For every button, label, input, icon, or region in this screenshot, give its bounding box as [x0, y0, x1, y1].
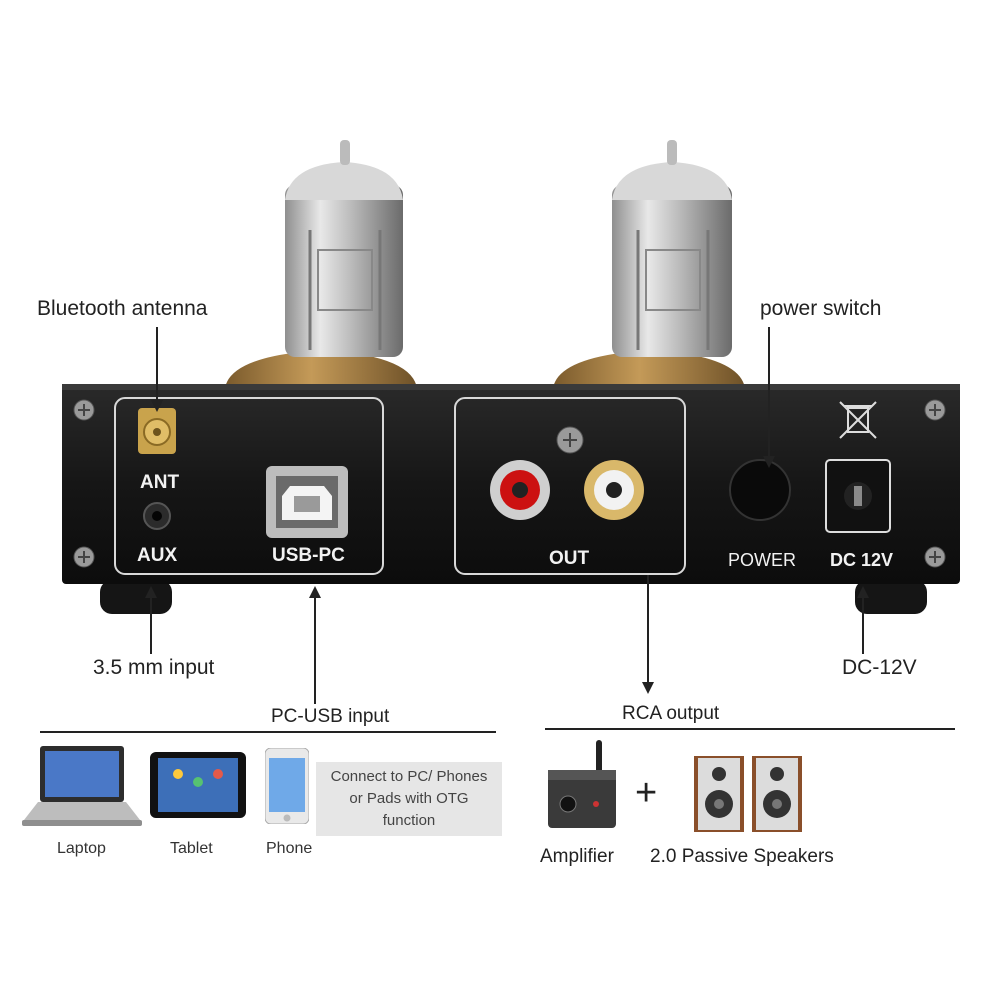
otg-note-line-2: or Pads with OTG function [349, 790, 469, 829]
tablet-icon [150, 752, 246, 818]
antenna-connector [138, 408, 176, 454]
otg-note-box: Connect to PC/ Phones or Pads with OTG f… [316, 762, 502, 836]
ant-label: ANT [140, 472, 180, 493]
tube-amp-illustration [62, 140, 960, 614]
plus-sign: + [635, 772, 658, 814]
pc-usb-input-callout: PC-USB input [271, 706, 390, 727]
power-button-knob [729, 459, 791, 521]
rca-jack-white [584, 460, 644, 520]
usb-b-port [266, 466, 348, 538]
rca-output-callout: RCA output [622, 703, 720, 724]
out-label: OUT [549, 548, 590, 569]
power-switch-callout: power switch [760, 297, 882, 320]
vacuum-tube-right [553, 140, 745, 388]
laptop-icon [22, 746, 142, 826]
bluetooth-antenna-callout: Bluetooth antenna [37, 297, 208, 320]
aux-label: AUX [137, 545, 178, 566]
dc-12v-callout: DC-12V [842, 656, 917, 679]
laptop-caption: Laptop [57, 840, 106, 857]
power-label: POWER [728, 550, 797, 570]
phone-caption: Phone [266, 840, 313, 857]
speakers-icon [694, 756, 802, 832]
usb-pc-label: USB-PC [272, 545, 345, 566]
rca-jack-red [490, 460, 550, 520]
dc-jack [825, 459, 891, 533]
vacuum-tube-left [225, 140, 417, 388]
speakers-caption: 2.0 Passive Speakers [650, 846, 834, 867]
otg-note-line-1: Connect to PC/ Phones [330, 768, 488, 785]
amplifier-caption: Amplifier [540, 846, 614, 867]
tablet-caption: Tablet [170, 840, 213, 857]
recycle-bin-icon [839, 401, 877, 439]
mm-input-callout: 3.5 mm input [93, 656, 215, 679]
amplifier-icon [548, 740, 616, 828]
phone-icon [265, 748, 309, 824]
dc-label: DC 12V [830, 550, 894, 570]
